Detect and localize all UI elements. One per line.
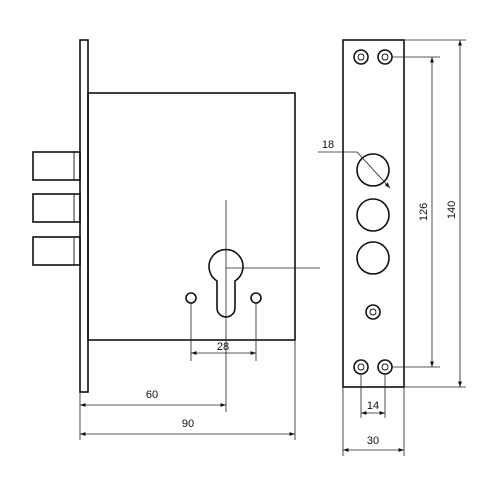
dimension-90-label: 90: [182, 418, 194, 430]
bolt-middle: [32, 193, 81, 223]
dimension-60-label: 60: [146, 389, 158, 401]
center-screw: [365, 304, 381, 320]
bolt-hole-bottom: [356, 241, 390, 275]
fixing-hole-left: [185, 292, 197, 304]
bolt-bottom: [32, 236, 81, 266]
dimension-28: 28: [191, 341, 256, 355]
faceplate-front-view: 18 126 140 14 30: [318, 39, 466, 456]
fixing-hole-right: [250, 292, 262, 304]
dimension-18: 18: [318, 139, 391, 189]
dimension-14: 14: [360, 374, 386, 418]
cylinder-keyhole: [208, 248, 244, 318]
dimension-60: 60: [80, 389, 226, 407]
lock-case: [87, 92, 296, 341]
dimension-28-label: 28: [217, 341, 229, 353]
dimension-30-label: 30: [367, 435, 379, 447]
dimension-126-label: 126: [418, 203, 430, 221]
front-plate: [79, 39, 89, 393]
dimension-140-label: 140: [446, 201, 458, 219]
dimension-90: 90: [80, 418, 295, 436]
top-screws: [353, 49, 393, 65]
lock-side-view: 28 60 90: [32, 39, 320, 440]
dimension-126: 126: [392, 56, 440, 368]
faceplate: [342, 39, 405, 388]
dimension-18-label: 18: [322, 139, 334, 151]
dimension-140: 140: [404, 39, 466, 388]
bolts: [32, 151, 81, 266]
dimension-30: 30: [342, 387, 405, 456]
bolt-top: [32, 151, 81, 181]
dimension-14-label: 14: [367, 400, 379, 412]
bolt-hole-middle: [356, 198, 390, 232]
bottom-screws: [353, 359, 393, 375]
bolt-hole-top: [356, 153, 390, 187]
